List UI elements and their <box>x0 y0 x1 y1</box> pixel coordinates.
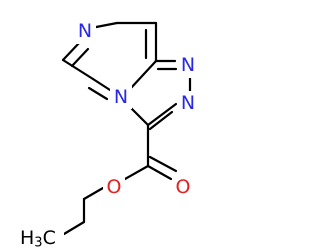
label-background <box>74 20 96 44</box>
atom-labels: N N N N O O H3C <box>18 20 199 250</box>
atom-n-pyrazine: N <box>78 20 92 42</box>
label-background <box>103 175 125 199</box>
label-background <box>110 85 132 109</box>
bond-c3-n4 <box>129 106 150 127</box>
bond-c6-c5 <box>61 58 95 81</box>
label-background <box>177 91 199 115</box>
bond-ch3-label <box>62 220 86 236</box>
bond-ccarbonyl-oester <box>123 164 150 181</box>
bond-c5-n4-double <box>87 86 109 101</box>
atom-o-ester: O <box>107 176 122 198</box>
bond-n7-c6-double <box>70 47 90 68</box>
atom-n-triazole-1: N <box>181 54 195 76</box>
bond-n2-c3-double <box>148 110 174 131</box>
label-background <box>177 54 199 78</box>
bond-n7-c6 <box>61 40 82 62</box>
label-background <box>172 175 194 199</box>
bond-n2-c3 <box>146 102 178 127</box>
atom-methyl: H3C <box>20 227 56 250</box>
structure-diagram: N N N N O O H3C <box>18 20 199 250</box>
bonds <box>61 21 192 236</box>
atom-o-carbonyl: O <box>176 176 191 198</box>
bond-oester-ch2 <box>82 186 105 201</box>
atom-n-bridge: N <box>114 86 128 108</box>
bond-ccarbonyl-ocarbonyl-double <box>148 155 178 173</box>
bond-ccarbonyl-ocarbonyl <box>146 164 173 181</box>
bond-n4-c8a <box>129 59 158 90</box>
atom-n-triazole-2: N <box>181 92 195 114</box>
bond-c5-n4 <box>91 77 112 92</box>
label-background <box>18 226 64 250</box>
